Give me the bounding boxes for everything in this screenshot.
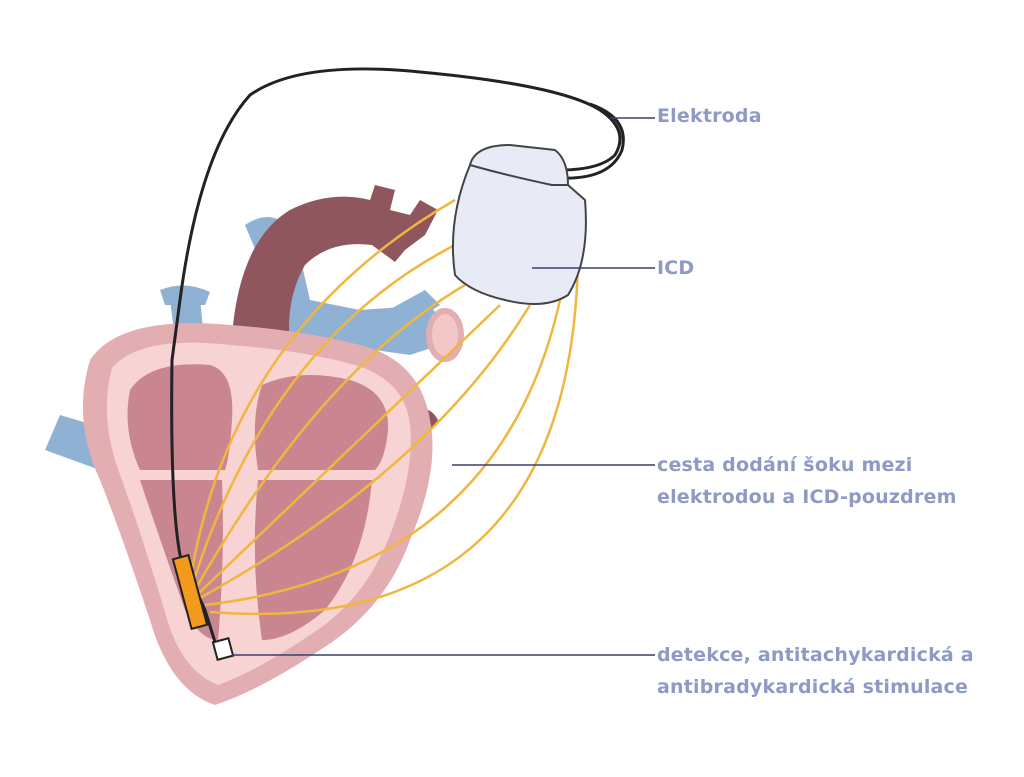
label-detection: detekce, antitachykardická a antibradyka… bbox=[657, 639, 974, 703]
label-shock-path-line-2: elektrodou a ICD-pouzdrem bbox=[657, 486, 957, 508]
electrode-tip bbox=[171, 553, 235, 661]
label-icd: ICD bbox=[657, 252, 694, 284]
shock-delivery-paths bbox=[188, 198, 580, 616]
label-electrode: Elektroda bbox=[657, 100, 762, 132]
label-detection-line-2: antibradykardická stimulace bbox=[657, 676, 969, 698]
leader-lines bbox=[232, 117, 655, 656]
label-electrode-text: Elektroda bbox=[657, 105, 762, 127]
label-shock-path-line-1: cesta dodání šoku mezi bbox=[657, 454, 913, 476]
icd-device bbox=[451, 143, 587, 305]
label-shock-path: cesta dodání šoku mezi elektrodou a ICD-… bbox=[657, 449, 957, 513]
electrode-lead-loop bbox=[559, 102, 625, 180]
label-detection-line-1: detekce, antitachykardická a bbox=[657, 644, 974, 666]
label-icd-text: ICD bbox=[657, 257, 695, 279]
electrode-lead bbox=[170, 67, 622, 643]
